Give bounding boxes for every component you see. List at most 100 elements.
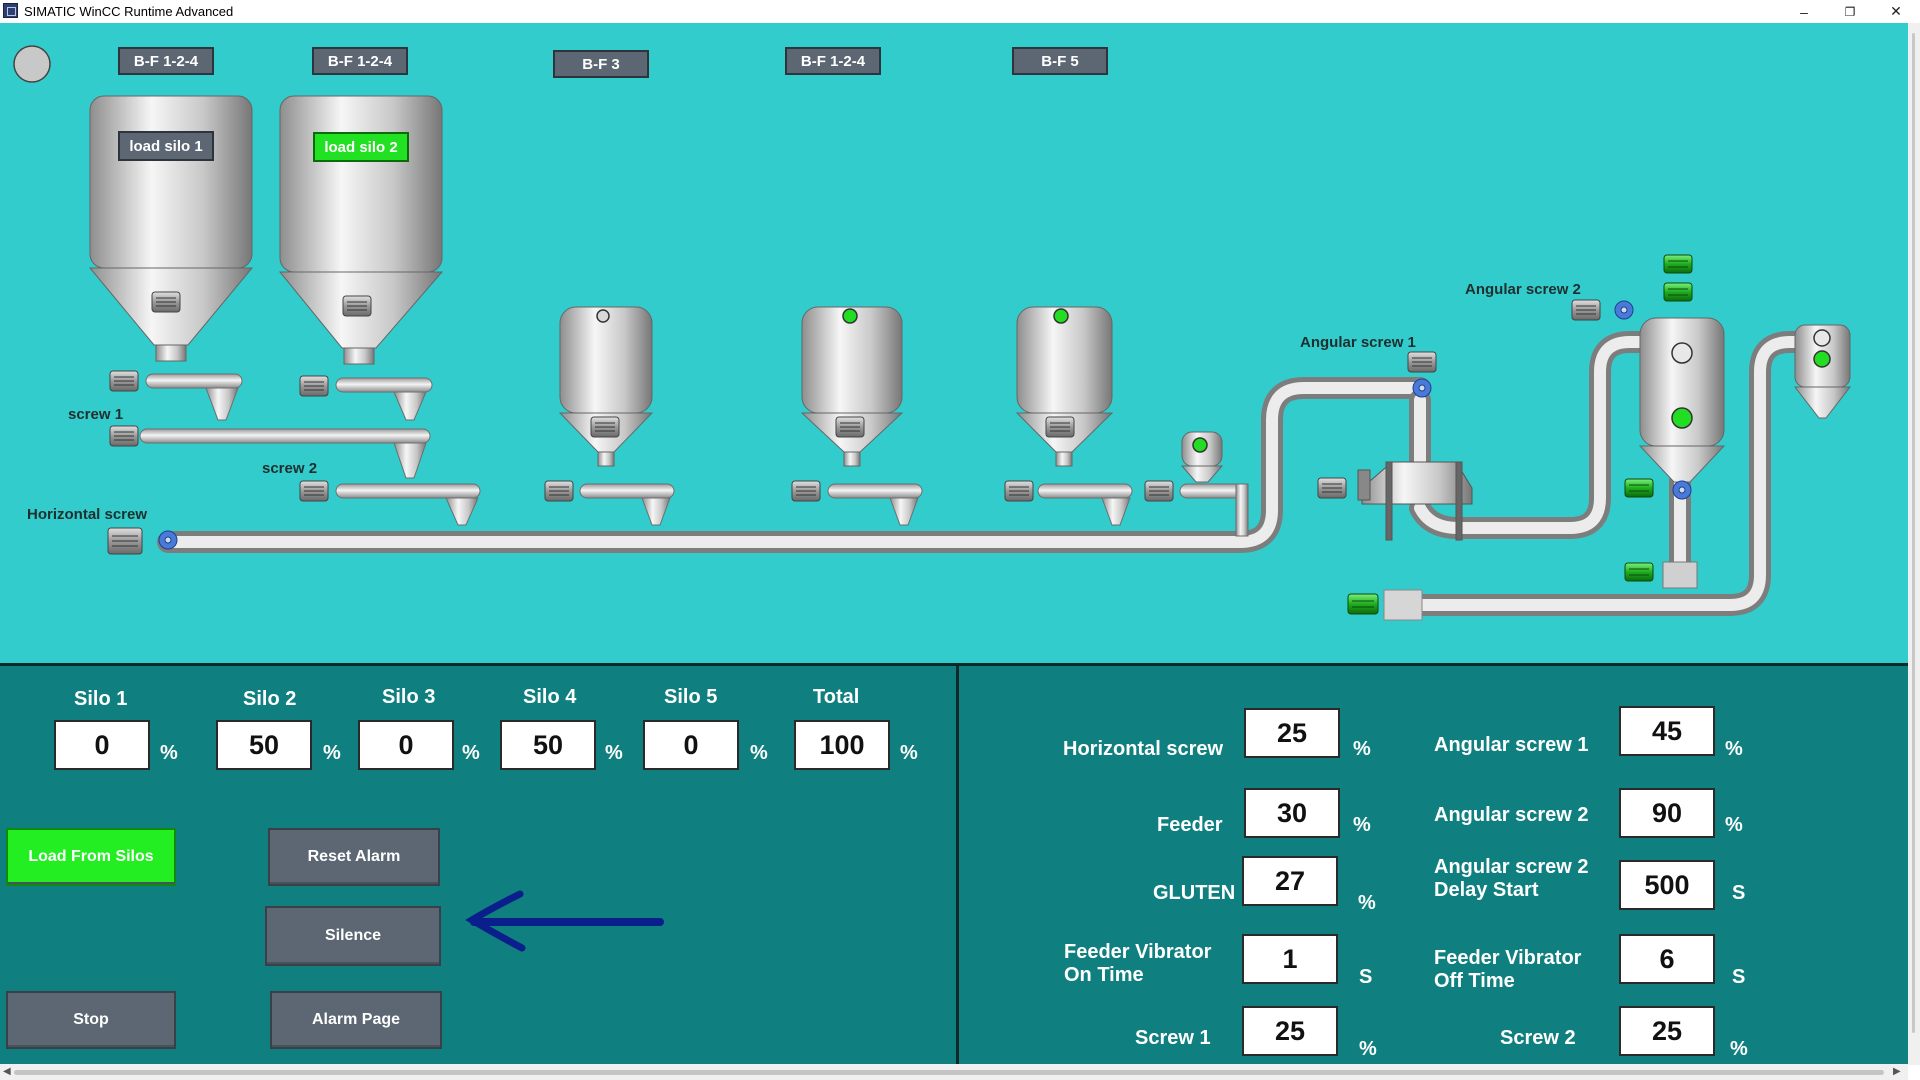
status-lamps — [596, 308, 1831, 453]
window-title: SIMATIC WinCC Runtime Advanced — [24, 4, 234, 19]
title-bar: SIMATIC WinCC Runtime Advanced – ❐ ✕ — [0, 0, 1920, 24]
gluten-setting-label: GLUTEN — [1153, 882, 1236, 904]
silo4-value[interactable]: 50 — [500, 720, 596, 770]
total-unit: % — [900, 742, 918, 764]
feeder-setting-value[interactable]: 30 — [1244, 788, 1340, 838]
horizontal-scrollbar[interactable]: ◀ ▶ — [0, 1064, 1908, 1080]
app-icon — [3, 3, 18, 18]
annotation-arrow-icon — [465, 890, 664, 952]
angular-delay-value[interactable]: 500 — [1619, 860, 1715, 910]
angular-screw2-label: Angular screw 2 — [1465, 281, 1581, 298]
minimize-button[interactable]: – — [1800, 3, 1808, 20]
feeder-vibrator-off-line1: Feeder Vibrator — [1434, 947, 1582, 969]
angular-delay-unit: S — [1732, 882, 1746, 904]
rotary-valve — [1383, 589, 1423, 621]
horizontal-screw-setting-label: Horizontal screw — [1063, 738, 1224, 760]
pipe-network — [157, 331, 1821, 616]
screw1-setting-unit: % — [1359, 1038, 1377, 1060]
bf-button-3[interactable]: B-F 3 — [553, 50, 649, 78]
angular-screw2-setting-value[interactable]: 90 — [1619, 788, 1715, 838]
angular-delay-line1: Angular screw 2 — [1434, 856, 1589, 878]
silo4-header: Silo 4 — [523, 686, 577, 708]
vertical-scrollbar[interactable] — [1908, 23, 1920, 1065]
horizontal-screw-setting-unit: % — [1353, 738, 1371, 760]
silo3-value[interactable]: 0 — [358, 720, 454, 770]
silo-7-mid — [1638, 317, 1726, 483]
mixer — [1357, 461, 1473, 541]
feeder-vibrator-on-line1: Feeder Vibrator — [1064, 941, 1212, 963]
angular-screw1-setting-unit: % — [1725, 738, 1743, 760]
silo2-value[interactable]: 50 — [216, 720, 312, 770]
feeder-vibrator-off-unit: S — [1732, 966, 1746, 988]
feeder-vibrator-on-label: Feeder Vibrator On Time — [1064, 941, 1211, 987]
feeder-vibrator-off-value[interactable]: 6 — [1619, 934, 1715, 984]
bf-button-1[interactable]: B-F 1-2-4 — [118, 47, 214, 75]
gluten-setting-value[interactable]: 27 — [1242, 856, 1338, 906]
feeder-vibrator-on-value[interactable]: 1 — [1242, 934, 1338, 984]
motors-running — [1347, 254, 1693, 615]
scroll-left-icon[interactable]: ◀ — [3, 1066, 11, 1077]
screw1-label: screw 1 — [68, 406, 124, 423]
load-silo-2-button[interactable]: load silo 2 — [313, 132, 409, 162]
angular-screw1-setting-label: Angular screw 1 — [1434, 734, 1589, 756]
feeder-vibrator-off-line2: Off Time — [1434, 970, 1515, 992]
silo5-header: Silo 5 — [664, 686, 718, 708]
stop-button[interactable]: Stop — [6, 991, 176, 1049]
angular-screw1-setting-value[interactable]: 45 — [1619, 706, 1715, 756]
total-header: Total — [813, 686, 860, 708]
angular-screw2-setting-unit: % — [1725, 814, 1743, 836]
silo-3 — [558, 306, 654, 467]
gluten-setting-unit: % — [1358, 892, 1376, 914]
screw2-setting-label: Screw 2 — [1500, 1027, 1576, 1049]
close-button[interactable]: ✕ — [1890, 3, 1902, 19]
reset-alarm-button[interactable]: Reset Alarm — [268, 828, 440, 886]
silo1-unit: % — [160, 742, 178, 764]
process-view: B-F 1-2-4 B-F 1-2-4 B-F 3 B-F 1-2-4 B-F … — [0, 23, 1908, 663]
silo-panel: Silo 1 Silo 2 Silo 3 Silo 4 Silo 5 Total… — [0, 663, 959, 1064]
screw2-setting-value[interactable]: 25 — [1619, 1006, 1715, 1056]
settings-panel: Horizontal screw 25 % Feeder 30 % GLUTEN… — [959, 663, 1908, 1064]
total-value[interactable]: 100 — [794, 720, 890, 770]
silo1-header: Silo 1 — [74, 688, 128, 710]
silo3-unit: % — [462, 742, 480, 764]
scroll-thumb[interactable] — [14, 1070, 1884, 1075]
screw-conveyors — [139, 373, 1249, 537]
silo1-value[interactable]: 0 — [54, 720, 150, 770]
silo2-unit: % — [323, 742, 341, 764]
silo3-header: Silo 3 — [382, 686, 436, 708]
feeder-vibrator-on-line2: On Time — [1064, 964, 1144, 986]
screw2-label: screw 2 — [262, 460, 318, 477]
silo-4 — [800, 306, 904, 467]
silo5-value[interactable]: 0 — [643, 720, 739, 770]
bf-button-2[interactable]: B-F 1-2-4 — [312, 47, 408, 75]
feeder-vibrator-on-unit: S — [1359, 966, 1373, 988]
process-diagram — [13, 45, 1852, 621]
feeder-setting-unit: % — [1353, 814, 1371, 836]
motors — [107, 291, 1601, 555]
bf-button-4[interactable]: B-F 1-2-4 — [785, 47, 881, 75]
silo-5 — [1015, 306, 1114, 467]
angular-screw1-label: Angular screw 1 — [1300, 334, 1416, 351]
silo5-unit: % — [750, 742, 768, 764]
screw1-setting-value[interactable]: 25 — [1242, 1006, 1338, 1056]
gear-icons — [158, 300, 1692, 550]
silo4-unit: % — [605, 742, 623, 764]
screw1-setting-label: Screw 1 — [1135, 1027, 1211, 1049]
silo2-header: Silo 2 — [243, 688, 297, 710]
angular-delay-line2: Delay Start — [1434, 879, 1539, 901]
scroll-right-icon[interactable]: ▶ — [1893, 1066, 1901, 1077]
alarm-page-button[interactable]: Alarm Page — [270, 991, 442, 1049]
load-from-silos-button[interactable]: Load From Silos — [6, 828, 176, 886]
feeder-setting-label: Feeder — [1157, 814, 1223, 836]
silence-button[interactable]: Silence — [265, 906, 441, 966]
horizontal-screw-setting-value[interactable]: 25 — [1244, 708, 1340, 758]
screw2-setting-unit: % — [1730, 1038, 1748, 1060]
status-indicator — [13, 45, 51, 83]
feeder-vibrator-off-label: Feeder Vibrator Off Time — [1434, 947, 1581, 993]
angular-screw2-setting-label: Angular screw 2 — [1434, 804, 1589, 826]
restore-button[interactable]: ❐ — [1844, 4, 1856, 19]
bf-button-5[interactable]: B-F 5 — [1012, 47, 1108, 75]
load-silo-1-button[interactable]: load silo 1 — [118, 131, 214, 161]
angular-delay-label: Angular screw 2 Delay Start — [1434, 856, 1589, 902]
horizontal-screw-label: Horizontal screw — [27, 506, 148, 523]
